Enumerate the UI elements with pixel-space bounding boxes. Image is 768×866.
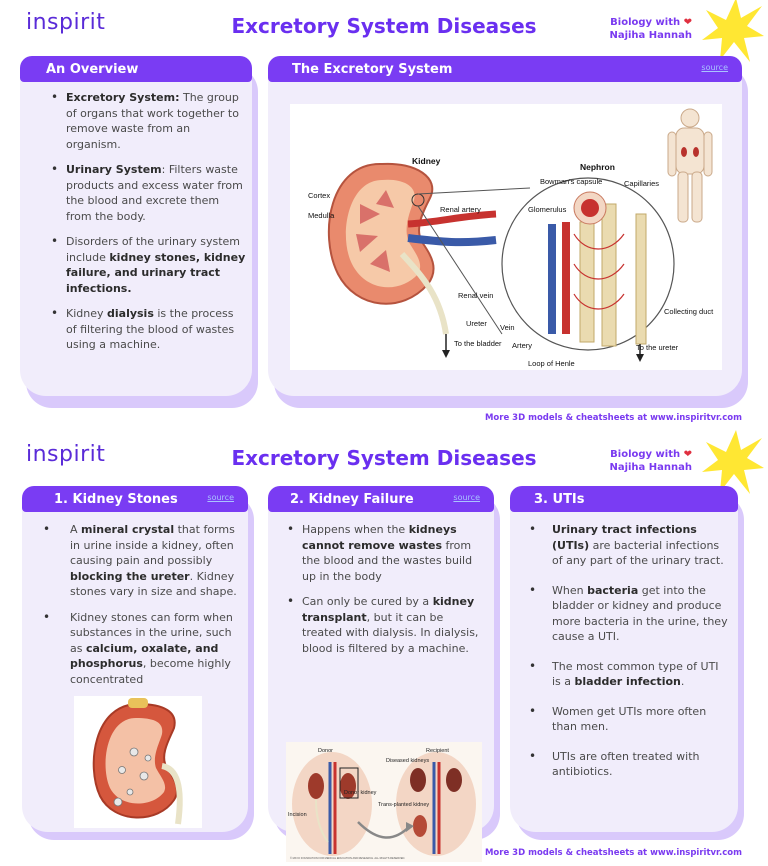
svg-text:Glomerulus: Glomerulus xyxy=(528,205,567,214)
svg-text:© MAYO FOUNDATION FOR MEDICAL: © MAYO FOUNDATION FOR MEDICAL EDUCATION … xyxy=(290,856,405,860)
list-item: A mineral crystal that forms in urine in… xyxy=(42,522,238,600)
list-item: Kidney dialysis is the process of filter… xyxy=(50,306,246,353)
svg-text:Collecting duct: Collecting duct xyxy=(664,307,714,316)
credit: Biology with ❤ Najiha Hannah xyxy=(609,449,692,473)
kidney-failure-heading: 2. Kidney Failure source xyxy=(268,486,494,512)
svg-text:Medulla: Medulla xyxy=(308,211,335,220)
list-item: Kidney stones can form when substances i… xyxy=(42,610,238,688)
kidney-transplant-image: Donor Recipient Diseased kidneys Donor k… xyxy=(286,742,482,862)
footer-link[interactable]: More 3D models & cheatsheets at www.insp… xyxy=(484,413,742,423)
svg-text:Artery: Artery xyxy=(512,341,532,350)
list-item: Can only be cured by a kidney transplant… xyxy=(286,594,486,656)
star-icon xyxy=(702,0,764,62)
list-item: The most common type of UTI is a bladder… xyxy=(528,659,728,690)
overview-list: Excretory System: The group of organs th… xyxy=(50,90,246,363)
utis-heading: 3. UTIs xyxy=(510,486,738,512)
svg-text:Renal vein: Renal vein xyxy=(458,291,493,300)
svg-text:Capillaries: Capillaries xyxy=(624,179,659,188)
credit: Biology with ❤ Najiha Hannah xyxy=(609,17,692,41)
page-title: Excretory System Diseases xyxy=(231,14,537,38)
list-item: Urinary System: Filters waste products a… xyxy=(50,162,246,224)
kidney-illustration xyxy=(327,162,497,358)
overview-heading: An Overview xyxy=(20,56,252,82)
list-item: Excretory System: The group of organs th… xyxy=(50,90,246,152)
svg-text:Recipient: Recipient xyxy=(426,748,449,754)
list-item: Disorders of the urinary system include … xyxy=(50,234,246,296)
svg-text:Trans-planted kidney: Trans-planted kidney xyxy=(378,802,429,808)
brand-logo: inspirit xyxy=(26,10,106,35)
nephron-illustration xyxy=(417,177,675,362)
excretory-diagram: Kidney Nephron Cortex Medulla Renal arte… xyxy=(290,104,722,370)
svg-text:Nephron: Nephron xyxy=(580,162,615,172)
kidney-failure-card: 2. Kidney Failure source Happens when th… xyxy=(268,486,494,862)
svg-text:Cortex: Cortex xyxy=(308,191,330,200)
source-link[interactable]: source xyxy=(207,493,234,502)
list-item: Happens when the kidneys cannot remove w… xyxy=(286,522,486,584)
heart-icon: ❤ xyxy=(683,17,692,28)
svg-text:Donor kidney: Donor kidney xyxy=(344,790,377,796)
svg-text:Kidney: Kidney xyxy=(412,156,441,166)
list-item: When bacteria get into the bladder or ki… xyxy=(528,583,728,645)
svg-text:Donor: Donor xyxy=(318,748,333,754)
svg-text:Renal artery: Renal artery xyxy=(440,205,481,214)
utis-card: 3. UTIs Urinary tract infections (UTIs) … xyxy=(510,486,738,832)
svg-text:To the bladder: To the bladder xyxy=(454,339,502,348)
excretory-heading: The Excretory System source xyxy=(268,56,742,82)
kidney-stones-image xyxy=(74,696,202,828)
svg-text:Diseased kidneys: Diseased kidneys xyxy=(386,758,429,764)
footer-link[interactable]: More 3D models & cheatsheets at www.insp… xyxy=(484,848,742,858)
list-item: Urinary tract infections (UTIs) are bact… xyxy=(528,522,728,569)
svg-text:Bowman's capsule: Bowman's capsule xyxy=(540,177,602,186)
kidney-stones-card: 1. Kidney Stones source A mineral crysta… xyxy=(22,486,248,832)
page-1: inspirit Excretory System Diseases Biolo… xyxy=(0,0,768,430)
kidney-stones-heading: 1. Kidney Stones source xyxy=(22,486,248,512)
page-title: Excretory System Diseases xyxy=(231,446,537,470)
utis-list: Urinary tract infections (UTIs) are bact… xyxy=(528,522,728,794)
kidney-failure-list: Happens when the kidneys cannot remove w… xyxy=(286,522,486,666)
svg-text:To the ureter: To the ureter xyxy=(636,343,679,352)
human-body-icon xyxy=(667,108,713,223)
brand-logo: inspirit xyxy=(26,442,106,467)
source-link[interactable]: source xyxy=(453,493,480,502)
svg-text:Vein: Vein xyxy=(500,323,515,332)
excretory-card: The Excretory System source xyxy=(268,56,742,396)
page-2: inspirit Excretory System Diseases Biolo… xyxy=(0,430,768,866)
overview-card: An Overview Excretory System: The group … xyxy=(20,56,252,396)
star-icon xyxy=(702,430,764,494)
source-link[interactable]: source xyxy=(701,63,728,72)
heart-icon: ❤ xyxy=(683,449,692,460)
svg-text:Incision: Incision xyxy=(288,812,307,818)
svg-text:Ureter: Ureter xyxy=(466,319,487,328)
kidney-stones-list: A mineral crystal that forms in urine in… xyxy=(42,522,238,697)
list-item: Women get UTIs more often than men. xyxy=(528,704,728,735)
svg-text:Loop of Henle: Loop of Henle xyxy=(528,359,575,368)
list-item: UTIs are often treated with antibiotics. xyxy=(528,749,728,780)
